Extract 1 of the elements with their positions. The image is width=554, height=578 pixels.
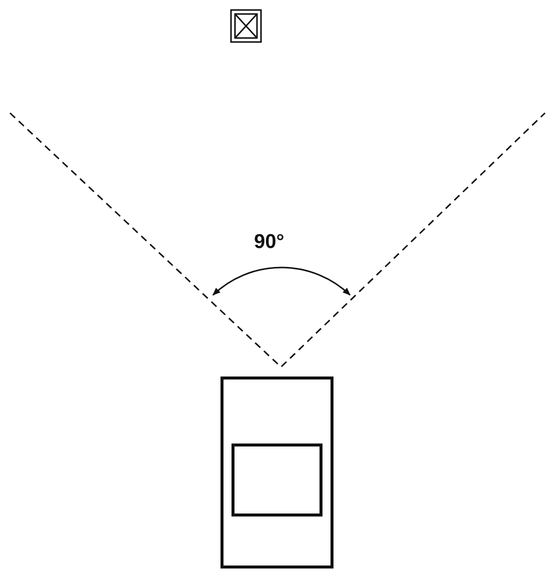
angle-label: 90°: [254, 232, 284, 252]
